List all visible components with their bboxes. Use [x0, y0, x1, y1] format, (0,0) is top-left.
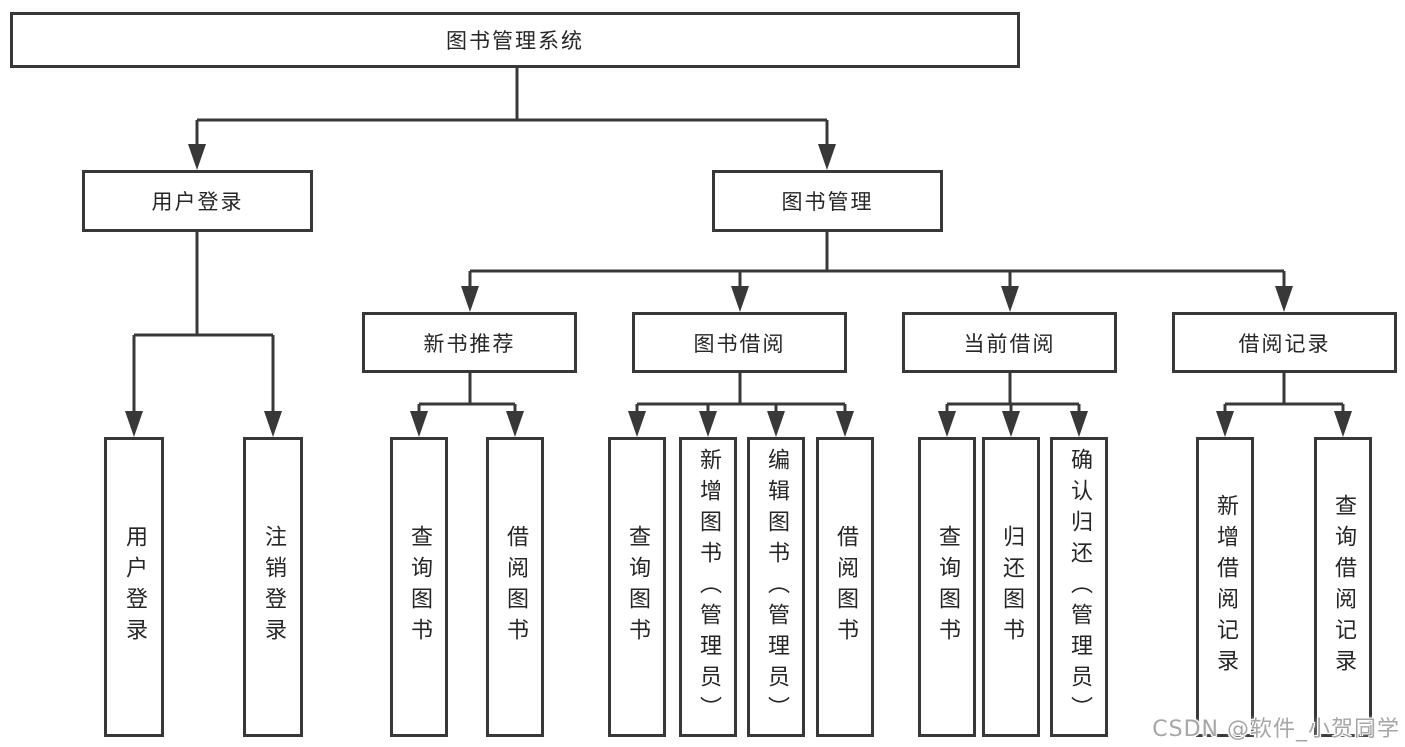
node-label: 查询图书 [625, 525, 650, 649]
node-label: 借阅图书 [833, 525, 858, 649]
arrow-down-icon [699, 411, 717, 437]
node-label: 归还图书 [999, 525, 1024, 649]
connector-new-book-recommend-to-leaves [410, 373, 524, 437]
node-book-borrow: 图书借阅 [632, 312, 847, 373]
node-label: 新书推荐 [423, 331, 516, 356]
connector-current-borrow-to-leaves [938, 373, 1088, 437]
arrow-down-icon [188, 144, 206, 170]
leaf-query-books-recommend: 查询图书 [390, 437, 448, 737]
arrow-down-icon [264, 411, 282, 437]
arrow-down-icon [628, 411, 646, 437]
node-label: 新增图书（管理员） [696, 447, 721, 727]
node-label: 查询借阅记录 [1331, 494, 1356, 680]
node-label: 新增借阅记录 [1213, 494, 1238, 680]
arrow-down-icon [461, 286, 479, 312]
arrow-down-icon [125, 411, 143, 437]
node-label: 当前借阅 [963, 331, 1056, 356]
arrow-down-icon [506, 411, 524, 437]
arrow-down-icon [731, 286, 749, 312]
node-label: 图书管理系统 [446, 29, 584, 53]
connector-book-borrow-to-leaves [628, 373, 854, 437]
leaf-query-books-current: 查询图书 [918, 437, 976, 737]
arrow-down-icon [818, 144, 836, 170]
csdn-watermark: CSDN @软件_小贺同学 [1152, 717, 1400, 742]
node-label: 借阅图书 [503, 525, 528, 649]
node-user-login-branch: 用户登录 [82, 170, 313, 232]
connector-user-login-to-leaves [125, 232, 282, 437]
arrow-down-icon [1275, 286, 1293, 312]
arrow-down-icon [1002, 411, 1020, 437]
connector-borrow-records-to-leaves [1216, 373, 1352, 437]
node-label: 注销登录 [261, 525, 286, 649]
arrow-down-icon [1001, 286, 1019, 312]
arrow-down-icon [1070, 411, 1088, 437]
arrow-down-icon [767, 411, 785, 437]
node-label: 编辑图书（管理员） [764, 447, 789, 727]
arrow-down-icon [1216, 411, 1234, 437]
node-label: 确认归还（管理员） [1067, 447, 1092, 727]
leaf-borrow-books: 借阅图书 [816, 437, 874, 737]
node-label: 图书管理 [781, 190, 874, 214]
leaf-return-books: 归还图书 [982, 437, 1040, 737]
node-book-management: 图书管理 [712, 170, 943, 232]
node-label: 查询图书 [407, 525, 432, 649]
arrow-down-icon [410, 411, 428, 437]
leaf-add-borrow-record: 新增借阅记录 [1196, 437, 1254, 737]
arrow-down-icon [1334, 411, 1352, 437]
leaf-user-login: 用户登录 [104, 437, 164, 737]
leaf-add-book-admin: 新增图书（管理员） [679, 437, 737, 737]
node-label: 图书借阅 [693, 331, 786, 356]
node-borrow-records: 借阅记录 [1172, 312, 1397, 373]
leaf-confirm-return-admin: 确认归还（管理员） [1050, 437, 1108, 737]
connector-book-management-to-modules [461, 232, 1293, 312]
leaf-query-books-borrow: 查询图书 [608, 437, 666, 737]
leaf-query-borrow-record: 查询借阅记录 [1314, 437, 1372, 737]
node-label: 用户登录 [122, 525, 147, 649]
node-label: 用户登录 [151, 190, 244, 214]
connector-root-to-branches [188, 68, 836, 170]
leaf-borrow-books-recommend: 借阅图书 [486, 437, 544, 737]
node-library-management-system: 图书管理系统 [10, 12, 1020, 68]
leaf-logout: 注销登录 [243, 437, 303, 737]
arrow-down-icon [836, 411, 854, 437]
node-current-borrow: 当前借阅 [902, 312, 1117, 373]
node-new-book-recommend: 新书推荐 [362, 312, 577, 373]
node-label: 查询图书 [935, 525, 960, 649]
arrow-down-icon [938, 411, 956, 437]
leaf-edit-book-admin: 编辑图书（管理员） [747, 437, 805, 737]
node-label: 借阅记录 [1238, 331, 1331, 356]
